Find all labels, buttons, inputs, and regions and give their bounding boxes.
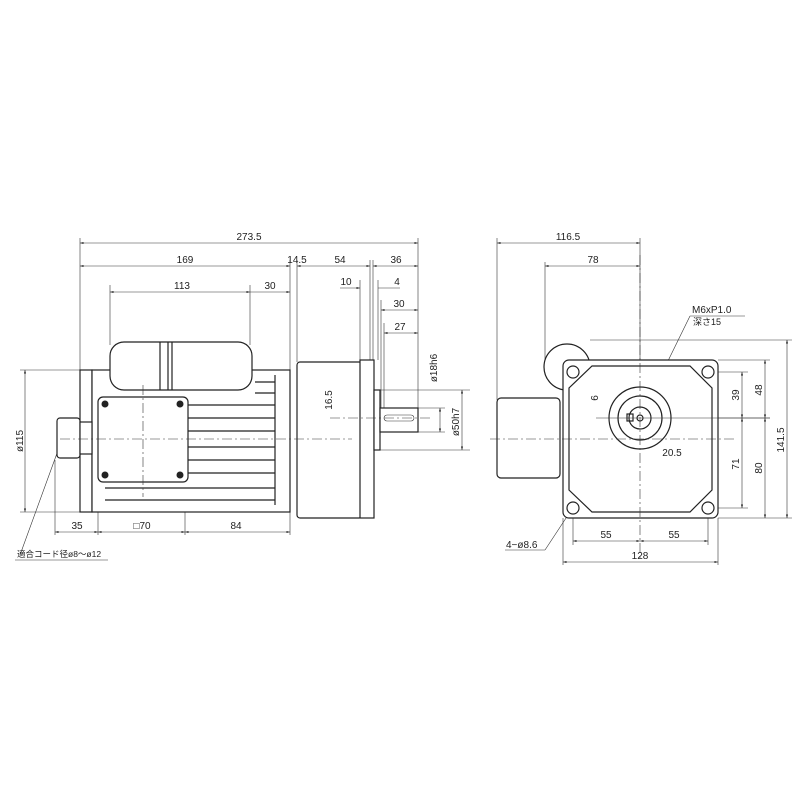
gearbox-outline	[568, 365, 713, 513]
dim-shaft-projection: 36	[390, 255, 402, 266]
output-flange	[359, 359, 375, 519]
dim-hole-pitch-left: 55	[600, 530, 612, 541]
dim-spigot: 4	[394, 277, 400, 288]
dim-capacitor-offset: 30	[264, 281, 276, 292]
capacitor	[109, 341, 253, 391]
dim-motor-length: 169	[177, 255, 194, 266]
output-shaft	[379, 407, 419, 433]
dim-gland-offset: 35	[71, 521, 83, 532]
key	[626, 413, 634, 422]
dim-motor-diameter: ø115	[15, 430, 26, 452]
mounting-holes-note: 4−ø8.6	[506, 540, 538, 551]
dim-flange-width: 128	[632, 551, 649, 562]
gearbox	[296, 361, 363, 519]
dim-terminal-to-flange: 84	[230, 521, 242, 532]
dim-key-height: 20.5	[662, 448, 682, 459]
cable-note: 適合コード径ø8～ø12	[17, 549, 101, 559]
dim-shaft-offset: 16.5	[324, 390, 335, 410]
gland-nut	[79, 421, 93, 455]
dim-overall-length: 273.5	[236, 232, 261, 243]
tap-note-line2: 深さ15	[693, 317, 721, 327]
terminal-box-side	[496, 397, 561, 479]
tap-note-line1: M6xP1.0	[692, 305, 732, 316]
dim-flange-thickness: 10	[340, 277, 352, 288]
dim-upper-flange: 48	[754, 384, 765, 396]
dim-terminal-box: □70	[133, 521, 151, 532]
dim-hole-pitch-right: 55	[668, 530, 680, 541]
dim-flange-gap: 14.5	[287, 255, 307, 266]
terminal-screws	[101, 400, 184, 479]
dim-key-length: 27	[394, 322, 406, 333]
dim-gearbox-length: 54	[334, 255, 346, 266]
mounting-holes	[566, 365, 715, 515]
dim-overall-width: 116.5	[556, 232, 581, 243]
dim-overall-height: 141.5	[776, 427, 787, 452]
dim-lower-hole: 71	[731, 458, 742, 470]
dim-lower-flange: 80	[754, 462, 765, 474]
dim-center-offset: 78	[587, 255, 599, 266]
extension-lines	[20, 238, 470, 535]
dim-shaft-30: 30	[393, 299, 405, 310]
dim-spigot-diameter: ø50h7	[451, 407, 462, 436]
cable-gland	[56, 417, 81, 459]
spigot	[373, 389, 381, 451]
front-view: 116.5 78 M6xP1.0 深さ15 6 20.5 39 48 71 80…	[490, 232, 792, 565]
dim-key-width: 6	[590, 395, 601, 401]
side-view: 273.5 169 14.5 54 36 113 30 10 4 30 27 1…	[15, 232, 470, 561]
dim-upper-hole: 39	[731, 389, 742, 401]
dim-capacitor-length: 113	[174, 281, 190, 292]
dim-shaft-diameter: ø18h6	[429, 353, 440, 382]
cooling-fins	[105, 375, 276, 505]
